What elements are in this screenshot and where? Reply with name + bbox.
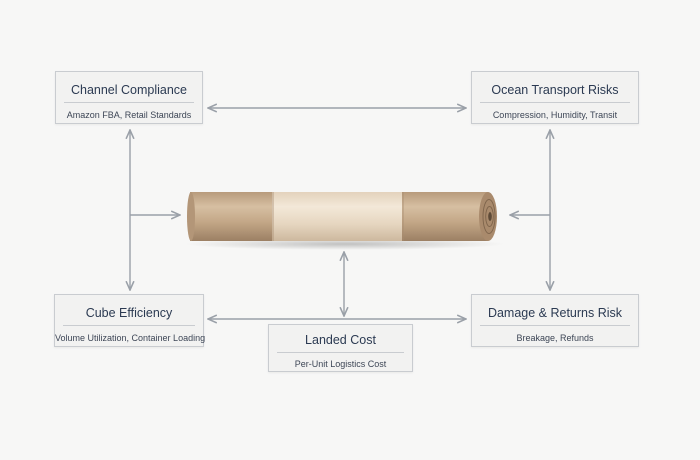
node-divider [64,102,194,103]
node-subtitle: Volume Utilization, Container Loading [55,333,206,343]
node-divider [63,325,195,326]
node-divider [277,352,404,353]
node-landed-cost: Landed Cost Per-Unit Logistics Cost [268,324,413,372]
node-ocean-transport: Ocean Transport Risks Compression, Humid… [471,71,639,124]
node-subtitle: Amazon FBA, Retail Standards [66,110,192,120]
node-subtitle: Per-Unit Logistics Cost [294,359,387,369]
node-title: Landed Cost [305,333,376,347]
paper-tube-image [185,192,505,250]
node-title: Damage & Returns Risk [487,306,623,320]
node-title: Channel Compliance [70,83,188,97]
node-divider [480,325,630,326]
node-title: Ocean Transport Risks [491,83,619,97]
node-channel-compliance: Channel Compliance Amazon FBA, Retail St… [55,71,203,124]
node-cube-efficiency: Cube Efficiency Volume Utilization, Cont… [54,294,206,347]
node-subtitle: Breakage, Refunds [516,333,594,343]
node-divider [480,102,630,103]
node-title: Cube Efficiency [85,306,173,320]
node-subtitle: Compression, Humidity, Transit [492,110,618,120]
node-damage-returns: Damage & Returns Risk Breakage, Refunds [471,294,639,347]
